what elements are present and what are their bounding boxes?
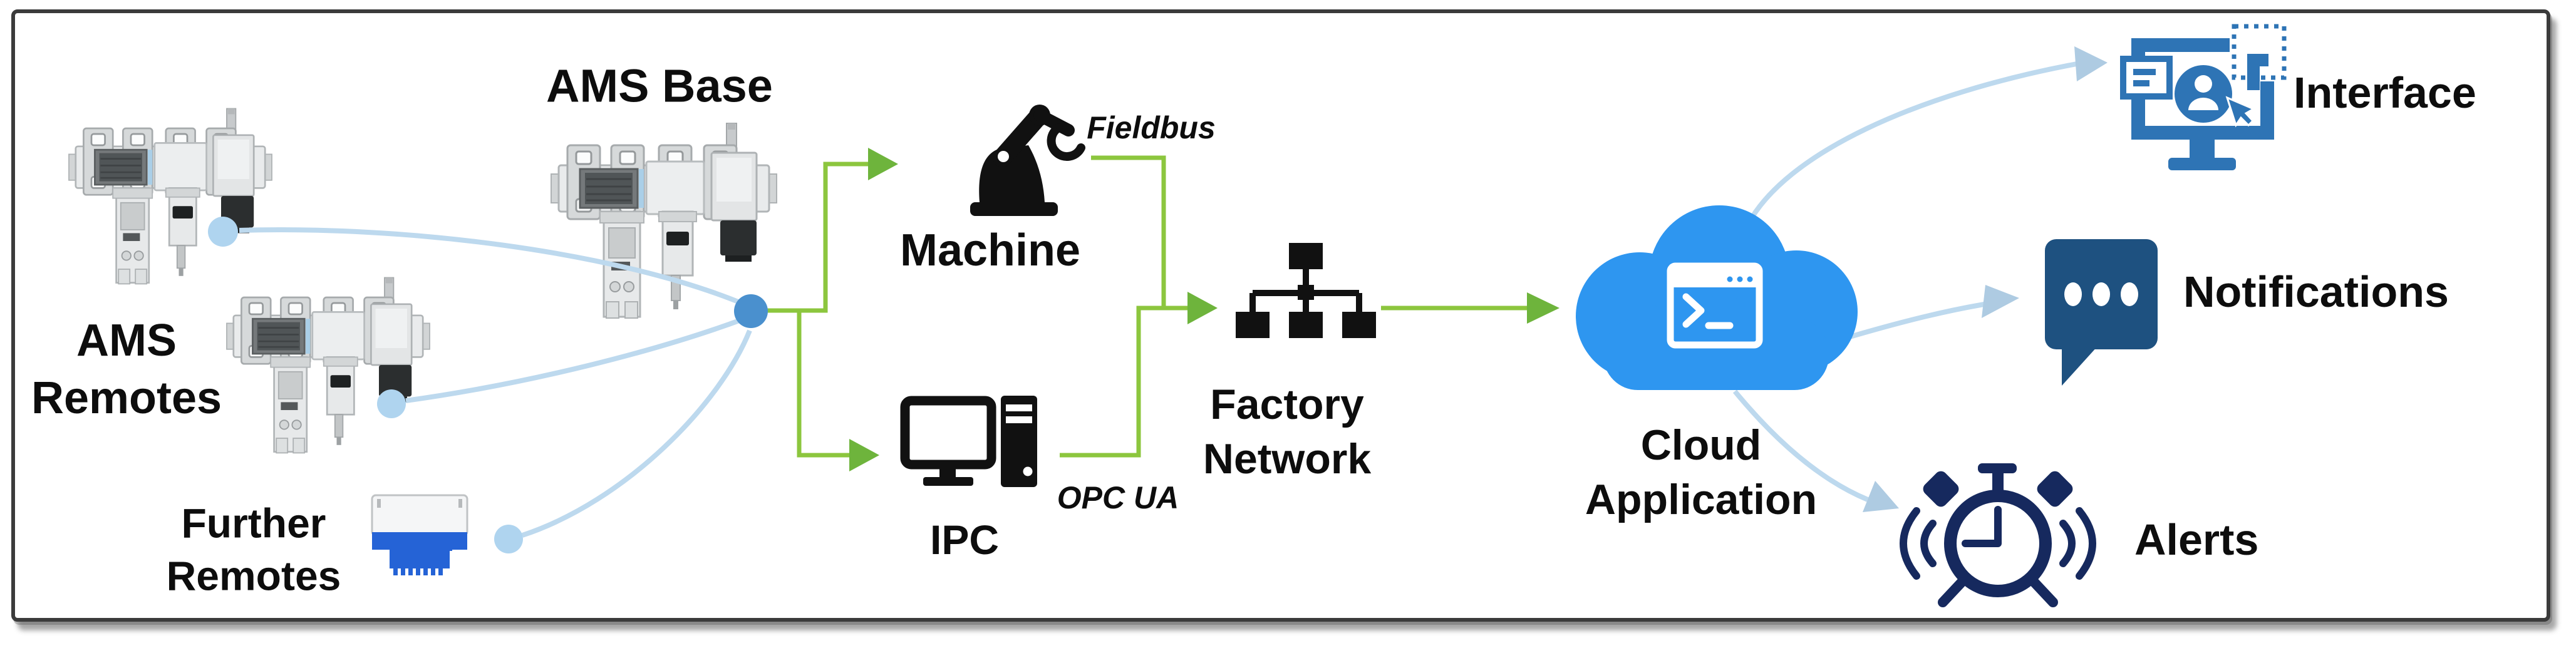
ethernet-connector-icon (371, 494, 468, 575)
arrowhead-machine (868, 148, 898, 180)
remote1-dot (208, 217, 238, 247)
arrowhead-factory (1187, 292, 1218, 324)
label-cloud-application: Cloud Application (1585, 418, 1817, 527)
robot-arm-icon (970, 105, 1085, 216)
label-ipc: IPC (929, 516, 1000, 563)
label-cloud-application-line2: Application (1585, 476, 1818, 523)
label-fieldbus: Fieldbus (1087, 110, 1216, 145)
edge-hub-machine (755, 162, 868, 313)
edge-cloud-interface (1745, 61, 2077, 227)
alarm-clock-icon (1900, 463, 2096, 607)
arrowhead-alerts (1863, 481, 1899, 512)
label-further-remotes-line1: Further (181, 500, 326, 547)
cloud-output-arrows (1732, 46, 2108, 512)
edge-ipc-out (1060, 306, 1187, 458)
arrowhead-interface (2074, 46, 2108, 81)
label-further-remotes: Further Remotes (167, 497, 341, 603)
edge-cloud-alerts (1732, 389, 1869, 502)
hub-dot (734, 294, 768, 328)
cursor-icon (2225, 96, 2256, 128)
label-factory-network-line1: Factory (1210, 380, 1364, 428)
label-notifications: Notifications (2183, 267, 2449, 317)
label-interface: Interface (2294, 68, 2476, 118)
edge-further-hub (521, 329, 752, 538)
label-alerts: Alerts (2134, 515, 2259, 565)
label-factory-network: Factory Network (1203, 378, 1371, 486)
terminal-window-icon (1667, 262, 1763, 349)
further-remotes-dot (494, 525, 523, 553)
edge-hub-ipc (797, 311, 849, 458)
monitor-user-icon (2120, 23, 2289, 170)
ams-base-module-icon (550, 122, 778, 319)
label-ams-remotes-line2: Remotes (31, 373, 222, 423)
green-connections (755, 148, 1560, 471)
label-machine: Machine (899, 225, 1081, 275)
desktop-computer-icon (900, 396, 1037, 487)
edge-remote1-hub (239, 227, 744, 306)
label-ams-remotes-line1: AMS (76, 315, 177, 366)
network-tree-icon (1236, 243, 1376, 338)
form-card-icon (2120, 56, 2173, 100)
label-factory-network-line2: Network (1203, 435, 1372, 483)
remote2-dot (377, 389, 406, 418)
edge-machine-out (1091, 155, 1166, 308)
arrowhead-notifications (1982, 285, 2019, 318)
edge-remote2-hub (405, 317, 744, 403)
label-opc-ua: OPC UA (1057, 480, 1179, 515)
arrowhead-ipc (849, 439, 879, 471)
label-further-remotes-line2: Remotes (166, 553, 341, 599)
cloud-terminal-icon (1576, 205, 1858, 390)
label-cloud-application-line1: Cloud (1640, 421, 1762, 469)
arrowhead-cloud (1527, 292, 1560, 324)
label-ams-base: AMS Base (546, 59, 773, 112)
label-ams-remotes: AMS Remotes (31, 312, 222, 427)
edge-cloud-notifications (1834, 302, 1985, 344)
speech-bubble-icon (2045, 239, 2158, 386)
